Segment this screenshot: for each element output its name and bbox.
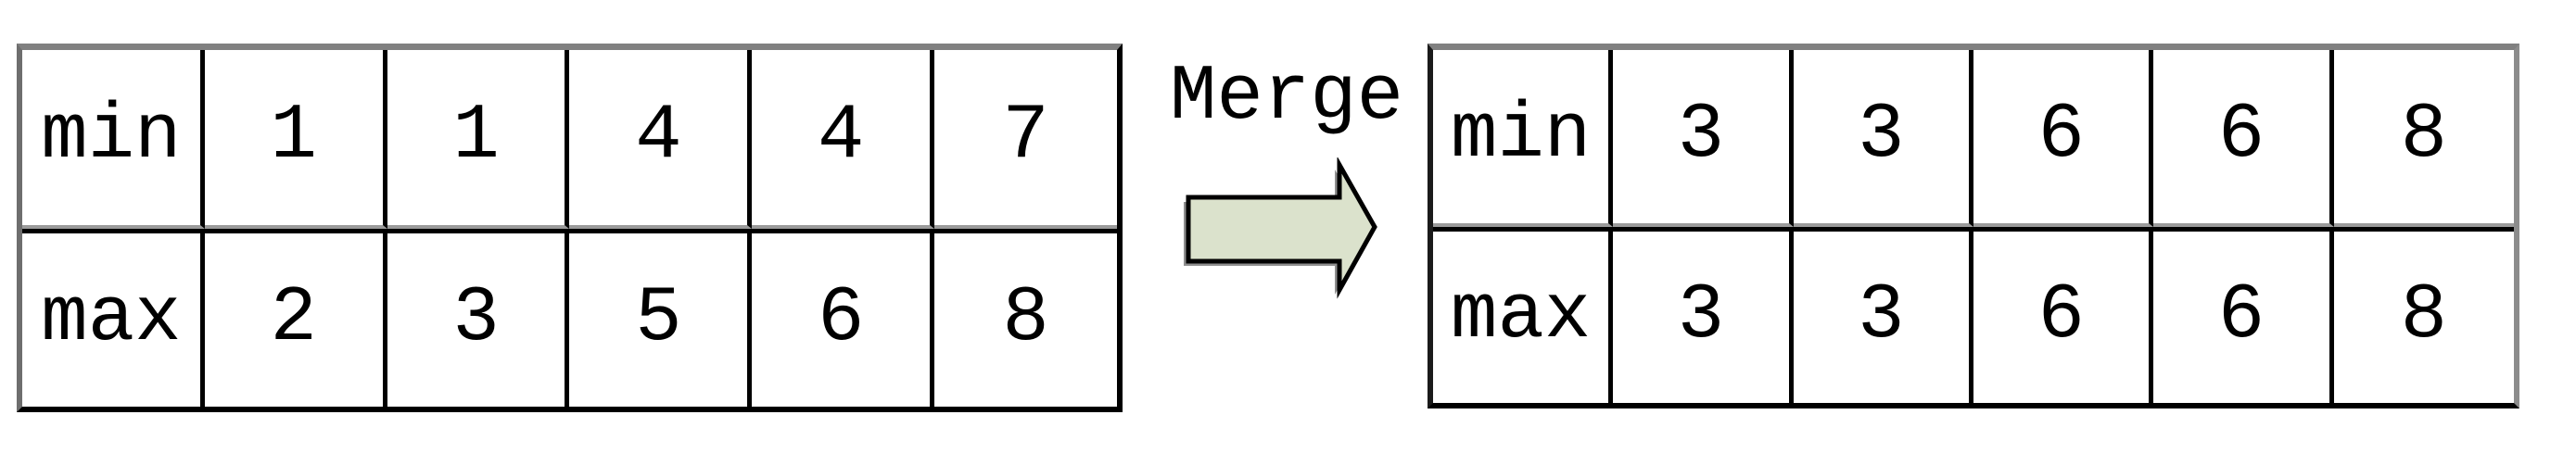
table-cell: 6: [2153, 226, 2334, 403]
table-row-min: min 1 1 4 4 7: [22, 50, 1117, 229]
table-cell: 1: [204, 50, 387, 229]
table-cell: 5: [569, 228, 753, 407]
table-cell: 6: [1973, 50, 2154, 227]
interval-table-source: min 1 1 4 4 7 max 2 3 5 6 8: [17, 44, 1123, 412]
table-cell: 8: [934, 228, 1117, 407]
arrow-body: [1186, 157, 1377, 299]
table-row-max: max 2 3 5 6 8: [22, 228, 1117, 407]
table-cell: 3: [387, 228, 570, 407]
merge-arrow-icon: [1184, 157, 1377, 299]
table-cell: 2: [204, 228, 387, 407]
merge-label: Merge: [1170, 54, 1404, 142]
row-label-min: min: [22, 50, 205, 229]
table-cell: 1: [387, 50, 570, 229]
table-cell: 6: [1973, 226, 2154, 403]
table-cell: 8: [2333, 50, 2514, 227]
row-label-max: max: [1433, 226, 1614, 403]
table-cell: 3: [1793, 226, 1973, 403]
table-cell: 7: [934, 50, 1117, 229]
table-row-min: min 3 3 6 6 8: [1433, 50, 2514, 227]
table-cell: 6: [2153, 50, 2334, 227]
table-cell: 4: [752, 50, 935, 229]
table-cell: 3: [1793, 50, 1973, 227]
table-cell: 4: [569, 50, 753, 229]
table-cell: 8: [2333, 226, 2514, 403]
table-cell: 6: [752, 228, 935, 407]
interval-table-merged: min 3 3 6 6 8 max 3 3 6 6 8: [1428, 44, 2519, 408]
table-row-max: max 3 3 6 6 8: [1433, 226, 2514, 403]
table-cell: 3: [1613, 226, 1794, 403]
row-label-min: min: [1433, 50, 1614, 227]
row-label-max: max: [22, 228, 205, 407]
table-cell: 3: [1613, 50, 1794, 227]
